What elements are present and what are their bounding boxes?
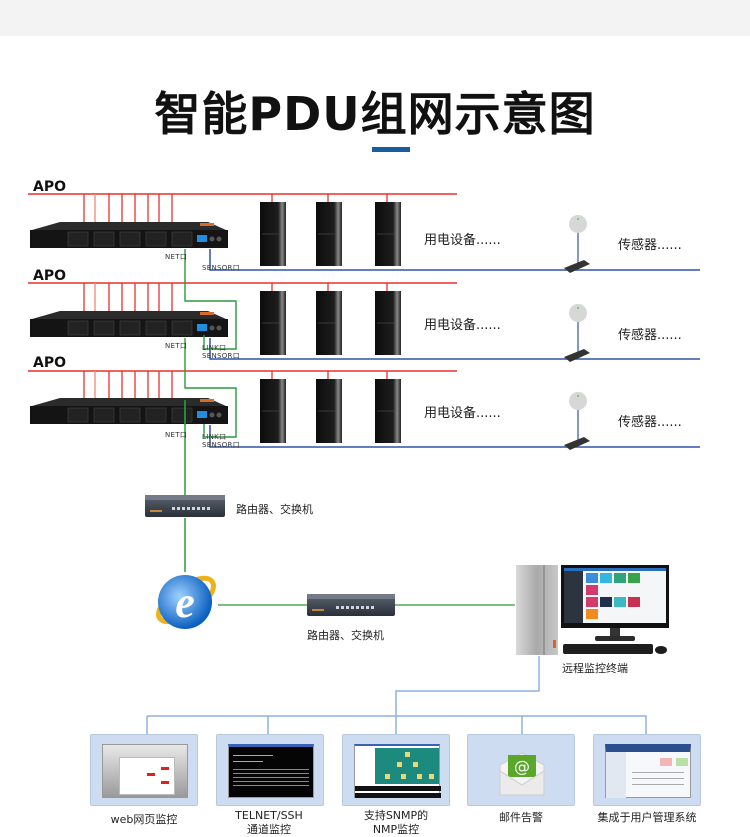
pdu-port	[216, 325, 222, 331]
link-port-label-2: LINK口	[202, 344, 227, 352]
sensor-hub-icon	[564, 349, 590, 362]
remote-terminal-icon	[516, 565, 669, 655]
sensor-label-2: 传感器......	[618, 328, 682, 343]
management-system-icon	[605, 744, 691, 798]
card-label-email: 邮件告警	[499, 811, 543, 824]
switch-1-icon	[145, 495, 225, 517]
pdu-outlet	[145, 231, 167, 247]
apo-label-2: APO	[33, 268, 66, 284]
sensor-label-3: 传感器......	[618, 415, 682, 430]
pdu-outlet	[171, 320, 193, 336]
sensor-hub-icon	[564, 260, 590, 273]
card-email-alert: @	[467, 734, 575, 806]
sensor-led	[577, 218, 579, 220]
sensor-port-label-3: SENSOR口	[202, 441, 241, 449]
email-icon: @	[499, 752, 545, 796]
title-underline	[372, 147, 410, 152]
network-link-line	[184, 338, 237, 438]
pdu-port	[209, 236, 215, 242]
pdu-row-1	[28, 193, 700, 273]
pdu-outlet	[67, 320, 89, 336]
pdu-logo	[200, 399, 214, 402]
apo-label-3: APO	[33, 355, 66, 371]
internet-explorer-icon: e	[156, 575, 216, 629]
device-label-1: 用电设备......	[424, 233, 501, 248]
card-label-snmp-1: 支持SNMP的	[363, 809, 429, 822]
top-bar	[0, 0, 750, 36]
sensor-port-label-2: SENSOR口	[202, 352, 241, 360]
pdu-outlet	[93, 407, 115, 423]
pdu-top	[32, 311, 226, 319]
pdu-outlet	[119, 231, 141, 247]
device-label-3: 用电设备......	[424, 406, 501, 421]
pdu-top	[32, 398, 226, 406]
terminal-label: 远程监控终端	[562, 662, 628, 675]
pdu-row-3	[28, 370, 700, 450]
pdu-outlet	[93, 320, 115, 336]
net-port-label-1: NET口	[165, 253, 188, 261]
card-snmp	[342, 734, 450, 806]
sensor-icon	[569, 392, 587, 410]
snmp-topology-icon	[354, 744, 441, 798]
pdu-logo	[200, 223, 214, 226]
sensor-icon	[569, 304, 587, 322]
pdu-port	[216, 412, 222, 418]
pdu-port	[209, 325, 215, 331]
card-label-web: web网页监控	[110, 813, 178, 826]
card-label-telnet-1: TELNET/SSH	[235, 809, 303, 822]
sensor-led	[577, 307, 579, 309]
web-page-icon	[102, 744, 188, 798]
pdu-display	[197, 411, 207, 418]
card-label-snmp-2: NMP监控	[372, 823, 420, 836]
sensor-bus-line	[209, 338, 700, 360]
pdu-row-2	[28, 282, 700, 362]
pdu-outlet	[171, 407, 193, 423]
sensor-hub-icon	[564, 437, 590, 450]
card-web-monitoring	[90, 734, 198, 806]
card-label-management: 集成于用户管理系统	[597, 811, 697, 824]
sensor-led	[577, 395, 579, 397]
pdu-outlet	[145, 407, 167, 423]
monitoring-tree-lines	[146, 656, 647, 734]
pdu-outlet	[67, 407, 89, 423]
switch-2-label: 路由器、交换机	[307, 629, 384, 642]
sensor-icon	[569, 215, 587, 233]
pdu-port	[216, 236, 222, 242]
pdu-logo	[200, 312, 214, 315]
sensor-bus-line	[209, 249, 700, 271]
link-port-label-3: LINK口	[202, 433, 227, 441]
network-link-line	[184, 249, 237, 350]
card-label-telnet-2: 通道监控	[247, 823, 291, 836]
svg-text:e: e	[175, 578, 195, 627]
apo-label-1: APO	[33, 179, 66, 195]
terminal-icon	[228, 744, 314, 798]
pdu-display	[197, 235, 207, 242]
sensor-bus-line	[209, 425, 700, 448]
svg-text:@: @	[514, 757, 530, 776]
switch-1-label: 路由器、交换机	[236, 503, 313, 516]
pdu-outlet	[145, 320, 167, 336]
pdu-outlet	[93, 231, 115, 247]
pdu-outlet	[119, 407, 141, 423]
card-telnet-ssh	[216, 734, 324, 806]
pdu-outlet	[119, 320, 141, 336]
switch-2-icon	[307, 594, 395, 616]
pdu-display	[197, 324, 207, 331]
sensor-label-1: 传感器......	[618, 238, 682, 253]
card-user-management	[593, 734, 701, 806]
pdu-port	[209, 412, 215, 418]
device-label-2: 用电设备......	[424, 318, 501, 333]
net-port-label-3: NET口	[165, 431, 188, 439]
pdu-outlet	[67, 231, 89, 247]
pdu-outlet	[171, 231, 193, 247]
page-title: 智能PDU组网示意图	[154, 87, 596, 141]
sensor-port-label-1: SENSOR口	[202, 264, 241, 272]
net-port-label-2: NET口	[165, 342, 188, 350]
pdu-top	[32, 222, 226, 230]
